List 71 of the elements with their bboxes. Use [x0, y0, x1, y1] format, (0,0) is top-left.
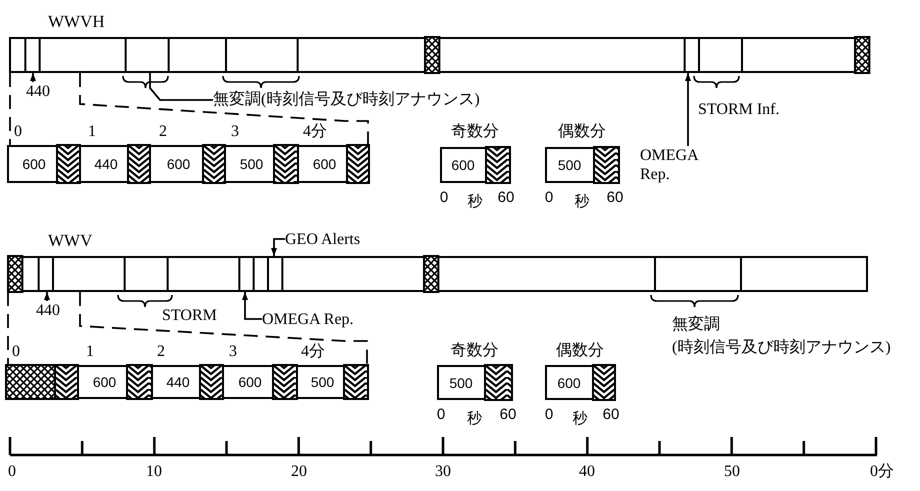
tone-cell: 600	[9, 147, 59, 181]
detail-strip	[6, 365, 368, 399]
scale-label: 秒	[572, 409, 588, 428]
minute-label: 4分	[301, 342, 325, 361]
zoom-line	[9, 73, 11, 145]
minute-heading: 偶数分	[556, 341, 604, 360]
minute-label: 4分	[303, 122, 327, 141]
zoom-line	[7, 292, 9, 365]
timeline-bar	[8, 256, 868, 292]
minute-label: 2	[159, 122, 167, 141]
timeline-bar	[9, 37, 869, 73]
tone-frequency: 500	[449, 374, 473, 390]
annotation-text: STORM	[162, 306, 217, 325]
minute-label: 3	[229, 342, 237, 361]
scale-label: 0	[544, 189, 554, 206]
station-label: WWVH	[48, 12, 105, 31]
arrow	[30, 73, 36, 82]
detail-strip	[7, 145, 369, 183]
tone-cell: 440	[154, 367, 202, 397]
minute-heading: 奇数分	[451, 122, 499, 141]
scale-label: 秒	[467, 409, 482, 428]
tone-cell: 500	[227, 147, 276, 181]
callout-text: OMEGA Rep.	[640, 146, 720, 184]
tone-cell: 600	[300, 147, 349, 181]
arrow	[242, 292, 262, 320]
minute-heading: 奇数分	[450, 341, 498, 360]
axis-label: 40	[579, 462, 595, 481]
minute-heading: 偶数分	[558, 122, 606, 141]
scale-label: 60	[500, 406, 516, 423]
callout-text: 440	[36, 301, 60, 320]
zoom-line	[79, 292, 368, 365]
minute-label: 2	[157, 342, 165, 361]
scale-label: 秒	[468, 192, 482, 211]
axis-label: 10	[146, 462, 162, 481]
callout-text: OMEGA Rep.	[262, 310, 354, 329]
scale-label: 0	[440, 189, 448, 206]
minute-label: 0	[12, 342, 20, 361]
axis-label: 50	[724, 462, 740, 481]
scale-label: 60	[602, 406, 620, 423]
arrow	[44, 292, 50, 301]
callout-text: GEO Alerts	[285, 230, 360, 249]
tone-cell: 600	[80, 367, 129, 397]
tone-cell: 600	[152, 147, 205, 181]
axis-label: 30	[435, 462, 451, 481]
scale-label: 60	[606, 189, 624, 206]
tone-frequency: 600	[557, 374, 581, 390]
scale-label: 0	[544, 406, 554, 423]
station-label: WWV	[48, 231, 92, 250]
axis-label: 20	[291, 462, 307, 481]
minute-label: 3	[231, 122, 239, 141]
arrow	[685, 73, 691, 146]
tone-frequency: 500	[558, 157, 582, 173]
scale-label: 秒	[574, 192, 590, 211]
axis-label: 0分	[870, 462, 894, 481]
annotation-text: 無変調(時刻信号及び時刻アナウンス)	[672, 314, 891, 358]
tone-cell: 600	[225, 367, 275, 397]
callout-text: 440	[26, 82, 50, 101]
tone-cell: 440	[82, 147, 130, 181]
arrow	[271, 238, 285, 256]
scale-label: 0	[436, 406, 446, 423]
minute-label: 0	[14, 122, 22, 141]
tone-frequency: 600	[451, 157, 475, 173]
zoom-line	[79, 73, 369, 145]
scale-label: 60	[498, 189, 514, 206]
minute-label: 1	[88, 122, 96, 141]
annotation-text: STORM Inf.	[698, 100, 780, 119]
leader-line	[149, 73, 213, 101]
annotation-text: 無変調(時刻信号及び時刻アナウンス)	[213, 90, 480, 109]
tone-cell: 500	[299, 367, 346, 397]
minute-label: 1	[86, 342, 94, 361]
axis-label: 0	[8, 462, 16, 481]
